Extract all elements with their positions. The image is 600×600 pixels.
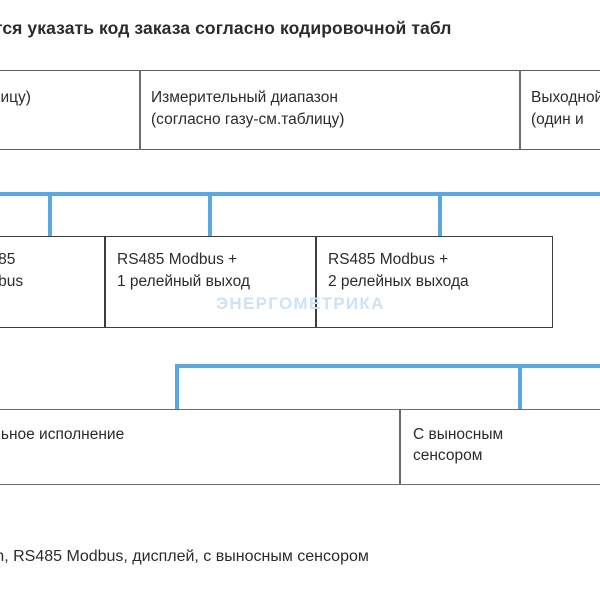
interface-option-rs485-modbus[interactable]: RS485 Modbus xyxy=(0,236,105,328)
page-heading: буется указать код заказа согласно кодир… xyxy=(0,18,452,38)
interface-option-label: RS485 Modbus xyxy=(0,251,24,290)
housing-option-duct-mount[interactable]: Канальное исполнение xyxy=(0,409,400,485)
table-cell-text: Выходной (один и xyxy=(531,89,600,128)
housing-bus-line xyxy=(175,364,600,368)
housing-drop-1 xyxy=(175,364,179,411)
interface-option-rs485-2relay[interactable]: RS485 Modbus + 2 релейных выхода xyxy=(316,236,553,328)
interface-option-rs485-1relay[interactable]: RS485 Modbus + 1 релейный выход xyxy=(105,236,316,328)
interface-drop-1 xyxy=(48,192,52,240)
table-cell-measuring-range[interactable]: Измерительный диапазон (согласно газу-см… xyxy=(140,70,520,150)
housing-drop-2 xyxy=(518,364,522,411)
interface-drop-3 xyxy=(438,192,442,240)
interface-option-label: RS485 Modbus + 2 релейных выхода xyxy=(328,251,469,290)
interface-drop-2 xyxy=(208,192,212,240)
housing-options-row: Канальное исполнение С выносным сенсором xyxy=(0,409,600,485)
housing-option-remote-sensor[interactable]: С выносным сенсором xyxy=(400,409,600,485)
table-cell-range-note[interactable]: см.таблицу) xyxy=(0,70,140,150)
table-cell-text: Измерительный диапазон (согласно газу-см… xyxy=(151,89,345,128)
interface-option-label: RS485 Modbus + 1 релейный выход xyxy=(117,251,250,290)
housing-option-label: Канальное исполнение xyxy=(0,426,125,443)
parameter-table: см.таблицу) Измерительный диапазон (согл… xyxy=(0,70,600,150)
table-cell-text: см.таблицу) xyxy=(0,89,31,106)
interface-options-row: RS485 Modbus RS485 Modbus + 1 релейный в… xyxy=(0,236,600,328)
housing-option-label: С выносным сенсором xyxy=(413,426,504,464)
interface-bus-line xyxy=(0,192,600,196)
order-code-example: om, RS485 Modbus, дисплей, с выносным се… xyxy=(0,548,369,565)
table-cell-output[interactable]: Выходной (один и xyxy=(520,70,600,150)
